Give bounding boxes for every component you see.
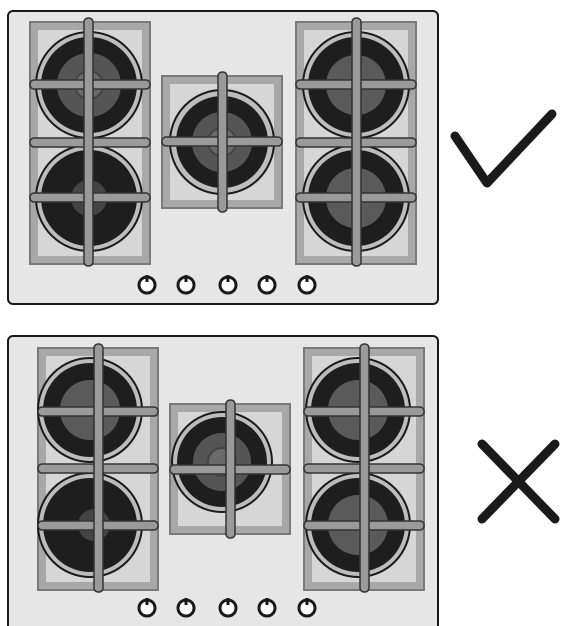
- right-grate: [303, 343, 425, 593]
- control-knobs: [137, 598, 317, 618]
- left-grate: [37, 343, 159, 593]
- cooktop-panel-incorrect: [7, 335, 439, 626]
- checkmark-icon: [450, 109, 557, 188]
- burner-center: [171, 411, 273, 513]
- knob-1[interactable]: [137, 598, 157, 618]
- knob-1[interactable]: [137, 275, 157, 295]
- right-grate: [295, 17, 417, 267]
- control-knobs: [137, 275, 317, 295]
- cross-icon: [477, 439, 560, 524]
- left-grate: [29, 17, 151, 267]
- knob-5[interactable]: [297, 598, 317, 618]
- knob-5[interactable]: [297, 275, 317, 295]
- knob-3[interactable]: [218, 275, 238, 295]
- knob-4[interactable]: [257, 598, 277, 618]
- center-grate: [169, 399, 291, 539]
- cooktop-panel-correct: [7, 10, 439, 305]
- center-grate: [161, 71, 283, 213]
- knob-4[interactable]: [257, 275, 277, 295]
- knob-2[interactable]: [176, 598, 196, 618]
- knob-3[interactable]: [218, 598, 238, 618]
- knob-2[interactable]: [176, 275, 196, 295]
